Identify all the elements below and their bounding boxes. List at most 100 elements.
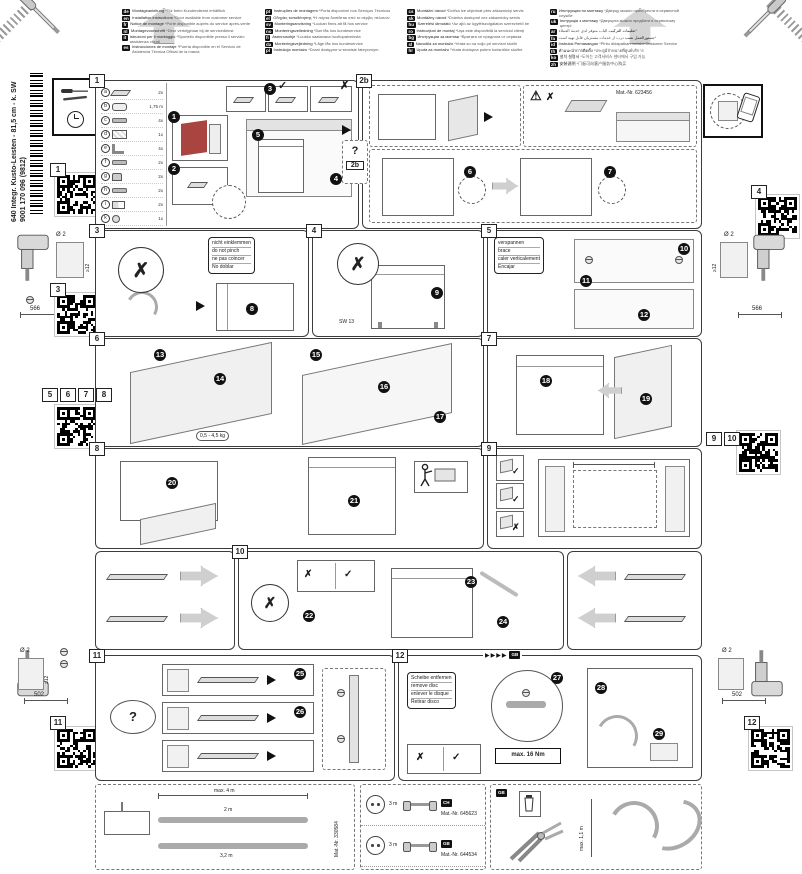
- cord-row: 3 m GB Mat.-Nr. 644534: [361, 826, 485, 867]
- dishwasher-front: [391, 568, 473, 638]
- check-icon: ✓: [512, 466, 520, 476]
- language-note: *Az ajtó az ügyfélszolgálaton szerezhető…: [451, 21, 530, 26]
- language-title: Instruções de montagem: [273, 9, 318, 13]
- step-badge-19: 19: [640, 393, 652, 405]
- callout-line: caler verticalement: [498, 256, 540, 264]
- dimension-line: [722, 698, 766, 704]
- language-code-badge: no: [264, 28, 273, 34]
- panel-11-strip-options: 11 ? 25 26: [89, 649, 395, 781]
- panel-10-left-strips: [95, 551, 235, 650]
- drill-diameter-label: Ø 2: [724, 232, 734, 238]
- side-panel-left: [545, 466, 565, 532]
- language-title: Uputa za montažu: [416, 47, 449, 52]
- sink-icon: [104, 802, 150, 835]
- aquastop-valve: [650, 743, 678, 761]
- niche-front-view: [538, 459, 690, 537]
- cross-icon: ✗: [304, 569, 313, 580]
- option-row-3: [162, 740, 314, 772]
- door-line: [227, 284, 228, 330]
- part-quantity: 4x: [158, 146, 163, 151]
- qr-section-badge-4: 4: [751, 185, 767, 199]
- language-note: *Sportello disponibile presso il servizi…: [129, 34, 245, 44]
- language-code-badge: id: [549, 42, 557, 48]
- strip-icon: [196, 753, 260, 759]
- strip-icon: [196, 715, 260, 721]
- door-panel-red: [181, 120, 207, 156]
- language-code-badge: bg: [407, 35, 416, 41]
- panel-number: 9: [481, 442, 497, 456]
- dimension-566-label: 566: [752, 306, 763, 312]
- washer-icon: [26, 296, 34, 304]
- part-icon: [112, 214, 120, 223]
- language-note: درب از خدمات مشتریان قابل تهیه است*: [558, 34, 657, 40]
- language-code-badge: sk: [407, 15, 416, 21]
- check-icon: ✓: [278, 80, 288, 92]
- strip-detail: [322, 668, 386, 770]
- step-badge-22: 22: [303, 610, 315, 622]
- cross-icon: ✗: [512, 522, 520, 532]
- drill-depth-block: [56, 242, 84, 278]
- product-id-block: 640 Integr. Kusto-Leisten - 81,5 cm - k.…: [10, 72, 43, 222]
- right-wrong-box: ✗ ✓: [297, 560, 375, 592]
- dimension-502-label: 502: [732, 692, 743, 698]
- callout-line: No doblar: [212, 264, 234, 270]
- part-quantity: 4x: [158, 118, 163, 123]
- qr-code-12: [748, 726, 793, 771]
- tap-connector: [506, 701, 546, 708]
- part-quantity: 2x: [158, 188, 163, 193]
- dishwasher-side: [216, 283, 294, 331]
- product-title-vertical: 640 Integr. Kusto-Leisten - 81,5 cm - k.…: [11, 81, 18, 222]
- language-note: *Tür beim Kundendienst erhältlich: [165, 9, 226, 13]
- language-note: *Puerta disponible en el Servicio de Asi…: [132, 44, 241, 54]
- part-letter: b: [101, 102, 110, 111]
- furniture-door: [520, 158, 592, 216]
- clamp-screw-icon: [585, 256, 593, 264]
- qr-section-badge-12: 12: [744, 716, 760, 730]
- part-icon: [112, 188, 127, 193]
- drill-icon: [748, 640, 786, 701]
- drill-depth-block: [718, 658, 744, 690]
- step-badge-10: 10: [678, 243, 690, 255]
- language-title: Monteringsvejledning: [274, 40, 313, 46]
- language-note: *Вратата се предлага от сервиза: [460, 34, 522, 39]
- qr-code-1: [54, 172, 99, 217]
- fat-arrow-right: [180, 566, 218, 586]
- panel-number: 5: [481, 224, 497, 238]
- callout-line: ne pas coincer: [212, 256, 251, 264]
- language-note: *Дверцу можно приобрести в сервисной слу…: [559, 9, 680, 18]
- language-note: *도어는 고객서비스 센터에서 구입 가능: [580, 54, 646, 60]
- hose-max-length-label: max. 4 m: [214, 788, 235, 794]
- language-title: Instruksi Pemasangan: [558, 41, 599, 47]
- drain-hose-extension: [158, 843, 308, 849]
- qr-section-badges-5-8: 5 6 7 8: [42, 388, 112, 402]
- language-code-badge: pt: [264, 9, 272, 15]
- language-note: الباب متوفر لدى خدمة العملاء*: [558, 28, 637, 34]
- strip-icon: [623, 616, 687, 622]
- strip-vertical: [349, 675, 359, 763]
- step-badge-4: 4: [330, 173, 342, 185]
- divider: [443, 747, 444, 771]
- strip-icon: [274, 97, 297, 104]
- strip-icon: [105, 616, 169, 622]
- drain-hose: [158, 817, 308, 823]
- region-badge-gb: GB: [509, 651, 521, 659]
- callout-line: nicht einklemmen: [212, 240, 251, 248]
- person-carrying-icon: [420, 463, 456, 487]
- language-title: 설치 설명서: [559, 54, 580, 60]
- language-note: *Drzwi dostępne w serwisie fabrycznym: [308, 47, 379, 52]
- language-note: *Låge fås hos kundeservice: [313, 40, 363, 46]
- cord-length-label: 3 m: [389, 801, 398, 807]
- worktop: [247, 120, 351, 131]
- screwdriver-icon: [8, 0, 67, 44]
- region-pointer: ▶▶▶▶ GB: [483, 651, 523, 659]
- question-mark: ?: [129, 709, 137, 724]
